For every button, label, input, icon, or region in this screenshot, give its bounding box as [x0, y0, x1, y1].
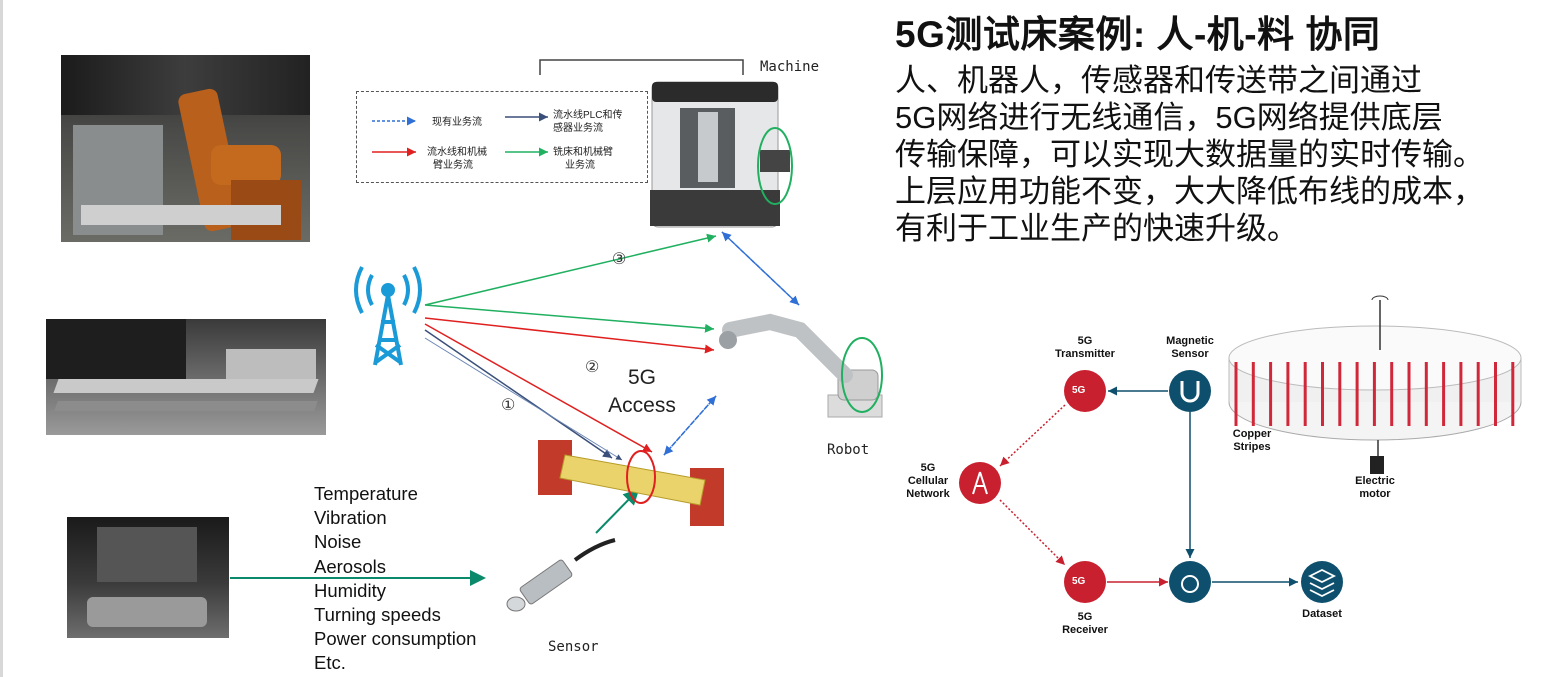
label-line: Copper: [1232, 428, 1272, 440]
legend-arrows: [372, 112, 548, 157]
badge-5g: 5G: [1072, 576, 1086, 587]
legend-text: 业务流: [565, 160, 595, 171]
conveyor-line-photo: [46, 319, 326, 435]
dataset-label: Dataset: [1302, 608, 1342, 620]
legend-text: 臂业务流: [433, 160, 473, 171]
list-item: Humidity: [314, 579, 386, 601]
description-line: 人、机器人，传感器和传送带之间通过: [895, 63, 1422, 98]
list-item: Aerosols: [314, 555, 386, 577]
legend-text: 流水线PLC和传: [553, 110, 623, 121]
machine-bracket: [539, 59, 744, 75]
label-line: 5G: [1077, 335, 1093, 347]
flow-lines: [230, 231, 800, 586]
description-line: 有利于工业生产的快速升级。: [895, 211, 1298, 246]
list-item: Power consumption: [314, 628, 477, 650]
robot-arm-photo: [61, 55, 310, 242]
description-line: 传输保障，可以实现大数据量的实时传输。: [895, 137, 1484, 172]
page-title: 5G测试床案例: 人-机-料 协同: [895, 14, 1381, 55]
conveyor-fixture-icon: [538, 440, 724, 526]
sensor-parameter-list: Temperature Vibration Noise Aerosols Hum…: [314, 482, 476, 676]
legend-line-arm-label: 流水线和机械 臂业务流: [427, 146, 487, 172]
flow-number-3: ③: [612, 251, 627, 268]
5g-access-label: 5G Access: [600, 364, 684, 420]
robot-icon: [719, 313, 883, 418]
machine-icon: [650, 81, 793, 228]
list-item: Temperature: [314, 483, 418, 504]
5g-tower-icon: [354, 266, 422, 366]
access-line: 5G: [627, 366, 656, 389]
description-line: 5G网络进行无线通信，5G网络提供底层: [895, 100, 1443, 135]
proximity-sensor-icon: [506, 538, 616, 612]
receiver-label: 5G Receiver: [1045, 611, 1125, 637]
legend-text: 流水线和机械: [427, 147, 487, 158]
label-line: motor: [1359, 488, 1391, 500]
cnc-interior-photo: [67, 517, 229, 638]
label-line: Magnetic: [1166, 335, 1214, 347]
badge-5g: 5G: [1072, 385, 1086, 396]
legend-plc-label: 流水线PLC和传 感器业务流: [553, 109, 622, 135]
description: 人、机器人，传感器和传送带之间通过 5G网络进行无线通信，5G网络提供底层 传输…: [895, 62, 1545, 247]
list-item: Etc.: [314, 652, 346, 674]
list-item: Noise: [314, 531, 362, 553]
copper-stripes-label: Copper Stripes: [1222, 428, 1282, 454]
label-line: 5G: [1077, 611, 1093, 623]
flow-number-1: ①: [501, 397, 516, 414]
sensor-label: Sensor: [548, 639, 599, 655]
legend-mill-arm-label: 铣床和机械臂 业务流: [553, 146, 613, 172]
electric-motor-label: Electric motor: [1340, 475, 1410, 501]
label-line: Sensor: [1171, 348, 1209, 360]
label-line: Stripes: [1233, 441, 1271, 453]
cellular-network-label: 5G Cellular Network: [888, 462, 968, 501]
transmitter-label: 5G Transmitter: [1045, 335, 1125, 361]
list-item: Turning speeds: [314, 604, 441, 626]
access-line: Access: [608, 394, 676, 417]
machine-label: Machine: [760, 59, 820, 75]
label-line: Cellular: [907, 475, 949, 487]
copper-stripes: [1234, 362, 1515, 426]
legend-text: 铣床和机械臂: [553, 147, 613, 158]
list-item: Vibration: [314, 507, 387, 529]
label-line: Receiver: [1062, 624, 1108, 636]
label-line: Network: [906, 488, 950, 500]
legend-existing-label: 现有业务流: [432, 117, 482, 128]
label-line: Electric: [1355, 475, 1395, 487]
label-line: 5G: [920, 462, 936, 474]
left-edge-bar: [0, 0, 3, 677]
description-line: 上层应用功能不变，大大降低布线的成本，: [895, 174, 1484, 209]
label-line: Transmitter: [1055, 348, 1115, 360]
flow-legend: 现有业务流 流水线PLC和传 感器业务流 流水线和机械 臂业务流 铣床和机械臂 …: [356, 91, 648, 183]
robot-label: Robot: [827, 442, 870, 458]
flow-number-2: ②: [585, 359, 600, 376]
magnetic-sensor-label: Magnetic Sensor: [1150, 335, 1230, 361]
legend-text: 感器业务流: [553, 123, 603, 134]
